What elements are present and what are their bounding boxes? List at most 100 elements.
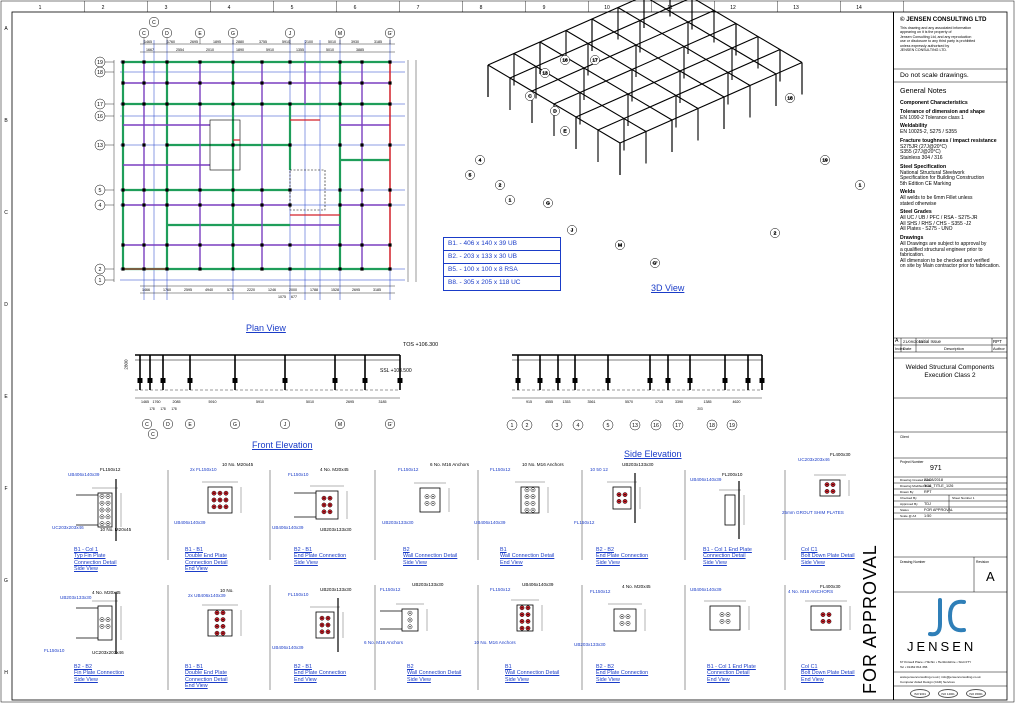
grid-row-label: F	[4, 486, 7, 492]
side-base-plate	[647, 378, 653, 383]
caption-line: End View	[185, 565, 208, 572]
plan-grid-bubble: J	[284, 27, 296, 39]
detail-top-annotation: 10 No. M20x45	[222, 462, 254, 467]
front-dimension: 1465	[141, 400, 149, 404]
bubble-label: 5	[607, 423, 610, 429]
no-scale-note: Do not scale drawings.	[900, 72, 969, 79]
column-marker	[231, 188, 235, 192]
column-marker	[388, 267, 392, 271]
column-marker	[121, 102, 125, 106]
detail-bottom-annotation: FL150x12	[490, 587, 511, 592]
caption-line: End View	[294, 676, 317, 683]
detail-bottom-annotation: UB203x133x30	[60, 595, 92, 600]
plan-top-dimension: 5010	[328, 40, 336, 44]
connection-detail-sketch	[76, 479, 122, 541]
caption-line: Wall Connection Detail	[505, 670, 560, 677]
detail-bottom-annotation: UB203x133x30	[320, 587, 352, 592]
front-dimension: 5910	[256, 400, 264, 404]
column-marker	[165, 188, 169, 192]
plan-top-dimension: 2695	[190, 40, 198, 44]
plan-grid-bubble: C	[148, 16, 160, 28]
for-approval-stamp: FOR APPROVAL	[860, 544, 880, 694]
caption-line: End View	[185, 682, 208, 689]
client-label: Client	[900, 435, 909, 439]
detail-bottom-annotation: FL150x10	[288, 592, 309, 597]
legend-item-b8: B8. - 305 x 205 x 118 UC	[448, 279, 521, 286]
note-heading: Steel Specification	[900, 163, 947, 170]
iso-beam	[619, 61, 803, 144]
field-label: Drawn By	[900, 490, 914, 494]
detail-bottom-annotation: FL400x30	[820, 584, 841, 589]
caption-line: B1 - Col 1 End Plate	[703, 547, 752, 553]
caption-line: B1 - B1	[185, 547, 203, 553]
column-marker	[288, 203, 292, 207]
bubble-label: D	[553, 109, 557, 115]
grid-column-label: 9	[543, 5, 546, 11]
side-grid-bubble: 13	[629, 419, 641, 431]
connection-detail-sketch	[414, 482, 450, 513]
side-dimension: 3561	[588, 400, 596, 404]
field-value: 5/18_TITLE_1/26	[924, 484, 954, 488]
bubble-label: 17	[97, 102, 103, 108]
bubble-label: 3	[556, 423, 559, 429]
caption-line: B2 - B2	[74, 664, 92, 670]
side-base-plate	[572, 378, 578, 383]
bubble-label: 16	[97, 114, 103, 120]
plan-top-dimension-2: 3885	[356, 48, 364, 52]
bubble-label: 18	[709, 423, 715, 429]
rev-head-description: Description	[944, 346, 965, 351]
detail-bottom-annotation: UB203x133x30	[412, 582, 444, 587]
front-grid-bubble: D	[162, 418, 174, 430]
note-line: All SHS / RHS / CHS - S355 -J2	[900, 220, 972, 227]
caption-line: End Plate Connection	[596, 670, 649, 677]
plan-bottom-dimension: 4940	[205, 288, 213, 292]
iso-grid-bubble: 19	[820, 155, 830, 165]
rev-head-date: Date	[903, 346, 912, 351]
detail-bottom-annotation: 2x UB406x140x39	[188, 593, 226, 598]
column-marker	[338, 188, 342, 192]
iso-grid-bubble: 17	[590, 55, 600, 65]
bubble-label: 5	[99, 188, 102, 194]
column-marker	[198, 188, 202, 192]
connection-detail-sketch	[607, 473, 641, 523]
column-marker	[288, 243, 292, 247]
note-line: All welds to be 6mm Fillet unless	[900, 195, 973, 202]
plan-grid-bubble: M	[334, 27, 346, 39]
front-base-plate	[362, 378, 368, 383]
column-marker	[260, 188, 264, 192]
caption-line: Connection Detail	[185, 559, 228, 566]
caption-line: End View	[801, 676, 824, 683]
caption-line: B2 - B2	[596, 547, 614, 553]
note-heading: Tolerance of dimension and shape	[900, 108, 985, 115]
iso-beam	[531, 9, 715, 92]
column-marker	[360, 267, 364, 271]
bubble-label: E	[188, 422, 192, 428]
side-base-plate	[605, 378, 611, 383]
caption-line: Connection Detail	[74, 559, 117, 566]
column-marker	[165, 143, 169, 147]
rev-head-author: Author	[993, 346, 1005, 351]
column-marker	[360, 143, 364, 147]
column-marker	[121, 60, 125, 64]
detail-bottom-annotation: 4 No. M20x45	[92, 590, 121, 595]
company-address: 67 Kinwell Place • Hitchin • Hertfordshi…	[900, 660, 972, 664]
plan-bottom-dimension: 1466	[142, 288, 150, 292]
detail-bottom-annotation: FL150x12	[380, 587, 401, 592]
bubble-label: 19	[729, 423, 735, 429]
bubble-label: C	[142, 31, 146, 37]
bubble-label: 4	[479, 158, 482, 164]
front-dimension: 5910	[209, 400, 217, 404]
caption-line: B2 - B1	[294, 547, 312, 553]
caption-line: Side View	[294, 559, 318, 566]
plan-grid-bubble: 5	[94, 184, 106, 196]
copyright-note-line: appearing on it is the property of	[900, 30, 952, 35]
field-label: Status	[900, 508, 909, 512]
connection-detail-sketch	[511, 599, 543, 632]
caption-line: End Plate Connection	[294, 553, 347, 560]
plan-grid-bubble: 17	[94, 98, 106, 110]
bubble-label: 13	[97, 143, 103, 149]
front-dimension: 5010	[306, 400, 314, 404]
bubble-label: 1	[859, 183, 862, 189]
